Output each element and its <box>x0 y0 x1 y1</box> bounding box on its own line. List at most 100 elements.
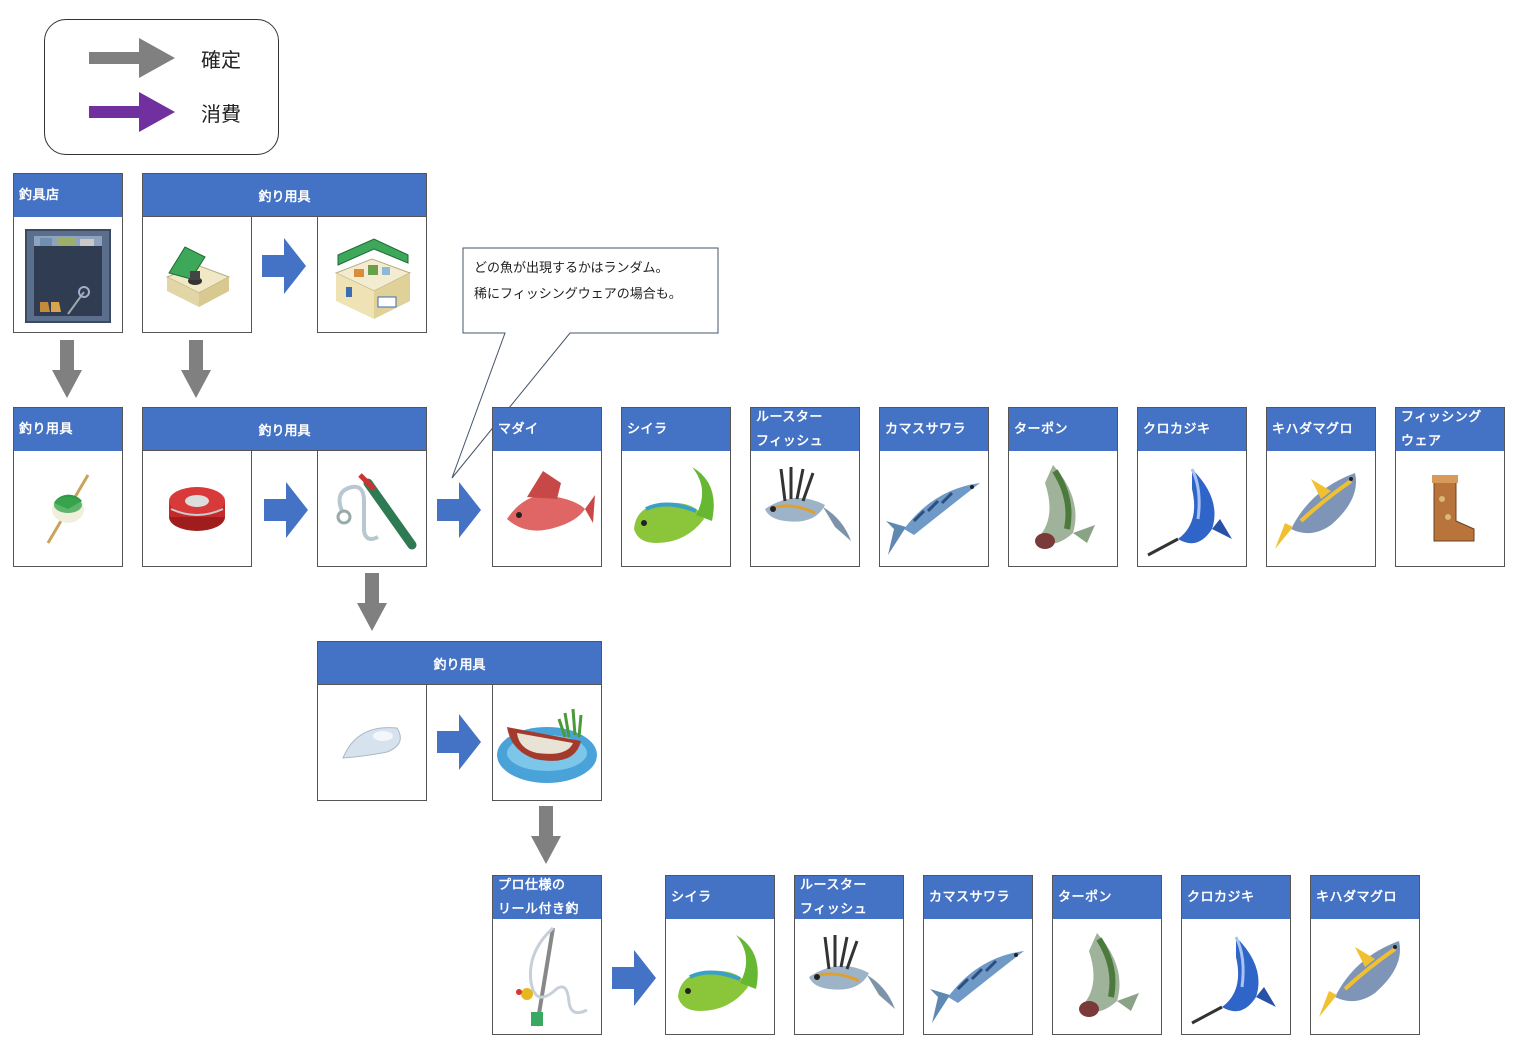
pro-reel-rod-icon <box>516 926 588 1026</box>
tools-header-row3: 釣り用具 <box>317 641 602 685</box>
tarpon-image <box>1053 919 1161 1034</box>
boot-icon <box>1432 474 1475 541</box>
result-card-shiira: シイラ <box>621 407 731 567</box>
result-header: ルースターフィッシュ <box>795 876 903 919</box>
wahoo-icon <box>886 482 980 555</box>
tools-header-row2: 釣り用具 <box>142 407 427 451</box>
row4-result-yellowfin: キハダマグロ <box>1310 875 1420 1035</box>
tackle-box-open <box>142 216 252 333</box>
roosterfish-icon <box>809 934 895 1009</box>
result-card-madai: マダイ <box>492 407 602 567</box>
result-card-yellowfin: キハダマグロ <box>1266 407 1376 567</box>
flow-arrow-icon <box>262 238 306 294</box>
red-sea-bream-icon <box>507 470 595 531</box>
result-header: カマスサワラ <box>924 876 1032 919</box>
lure-box <box>317 684 427 801</box>
gray-down-arrow-icon <box>181 340 211 398</box>
result-card-fishing-wear: フィッシングウェア <box>1395 407 1505 567</box>
result-header: マダイ <box>493 408 601 451</box>
tarpon-image <box>1009 451 1117 566</box>
madai-image <box>493 451 601 566</box>
result-header: ターポン <box>1053 876 1161 919</box>
result-header: キハダマグロ <box>1311 876 1419 919</box>
gray-down-arrow-icon <box>357 573 387 631</box>
legend-confirmed-label: 確定 <box>201 48 241 72</box>
float-image <box>14 451 122 566</box>
result-header: ルースターフィッシュ <box>751 408 859 451</box>
shop-card-header: 釣具店 <box>14 174 122 217</box>
fishing-wear-image <box>1396 451 1504 566</box>
row4-result-wahoo: カマスサワラ <box>923 875 1033 1035</box>
tarpon-icon <box>1035 464 1095 549</box>
flow-arrow-icon <box>437 482 481 538</box>
row4-result-roosterfish: ルースターフィッシュ <box>794 875 904 1035</box>
roosterfish-image <box>795 919 903 1034</box>
open-tackle-box-icon <box>165 245 231 307</box>
yellowfin-tuna-icon <box>1275 472 1356 549</box>
result-card-blue-marlin: クロカジキ <box>1137 407 1247 567</box>
tackle-box-full <box>317 216 427 333</box>
blue-marlin-image <box>1138 451 1246 566</box>
callout-text: どの魚が出現するかはランダム。 稀にフィッシングウェアの場合も。 <box>474 256 682 308</box>
tools-card-float: 釣り用具 <box>13 407 123 567</box>
row4-result-shiira: シイラ <box>665 875 775 1035</box>
legend-consumed-label: 消費 <box>201 102 241 126</box>
pro-rod-image <box>493 919 601 1034</box>
fishing-line-spool-icon <box>169 486 225 531</box>
pro-rod-header: プロ仕様のリール付き釣 <box>493 876 601 919</box>
pro-rod-card: プロ仕様のリール付き釣 <box>492 875 602 1035</box>
shiira-image <box>622 451 730 566</box>
result-header: クロカジキ <box>1138 408 1246 451</box>
roosterfish-image <box>751 451 859 566</box>
result-card-tarpon: ターポン <box>1008 407 1118 567</box>
yellowfin-image <box>1267 451 1375 566</box>
shop-card: 釣具店 <box>13 173 123 333</box>
yellowfin-tuna-icon <box>1319 940 1400 1017</box>
sunken-boat-icon <box>497 708 597 783</box>
blue-marlin-icon <box>1191 935 1276 1024</box>
result-card-wahoo: カマスサワラ <box>879 407 989 567</box>
tools-header-row1: 釣り用具 <box>142 173 427 217</box>
purple-arrow-icon <box>89 92 175 132</box>
lure-icon <box>342 726 401 759</box>
flow-arrow-icon <box>437 714 481 770</box>
result-header: シイラ <box>666 876 774 919</box>
flow-arrow-icon <box>612 950 656 1006</box>
tools-card-header: 釣り用具 <box>14 408 122 451</box>
yellowfin-image <box>1311 919 1419 1034</box>
roosterfish-icon <box>765 466 851 541</box>
shiira-image <box>666 919 774 1034</box>
wahoo-image <box>924 919 1032 1034</box>
full-tackle-box-icon <box>334 237 412 319</box>
result-card-roosterfish: ルースターフィッシュ <box>750 407 860 567</box>
callout-line-1: どの魚が出現するかはランダム。 <box>474 261 669 276</box>
boat-box <box>492 684 602 801</box>
row4-result-tarpon: ターポン <box>1052 875 1162 1035</box>
tarpon-icon <box>1079 932 1139 1017</box>
row4-result-blue-marlin: クロカジキ <box>1181 875 1291 1035</box>
line-spool-box <box>142 450 252 567</box>
result-header: カマスサワラ <box>880 408 988 451</box>
flow-arrow-icon <box>264 482 308 538</box>
gray-arrow-icon <box>89 38 175 78</box>
result-header: シイラ <box>622 408 730 451</box>
gray-down-arrow-icon <box>531 806 561 864</box>
blue-marlin-icon <box>1147 467 1232 556</box>
legend-box: 確定 消費 <box>44 19 279 155</box>
rod-kit-box <box>317 450 427 567</box>
result-header: キハダマグロ <box>1267 408 1375 451</box>
callout-line-2: 稀にフィッシングウェアの場合も。 <box>474 287 682 302</box>
wahoo-image <box>880 451 988 566</box>
mahi-mahi-icon <box>634 466 714 543</box>
fishing-float-icon <box>46 473 90 544</box>
shop-shelf-icon <box>25 229 111 323</box>
mahi-mahi-icon <box>678 934 758 1011</box>
rod-and-hook-icon <box>336 472 417 549</box>
wahoo-icon <box>930 950 1024 1023</box>
result-header: ターポン <box>1009 408 1117 451</box>
result-header: フィッシングウェア <box>1396 408 1504 451</box>
gray-down-arrow-icon <box>52 340 82 398</box>
blue-marlin-image <box>1182 919 1290 1034</box>
shop-image <box>14 217 122 332</box>
